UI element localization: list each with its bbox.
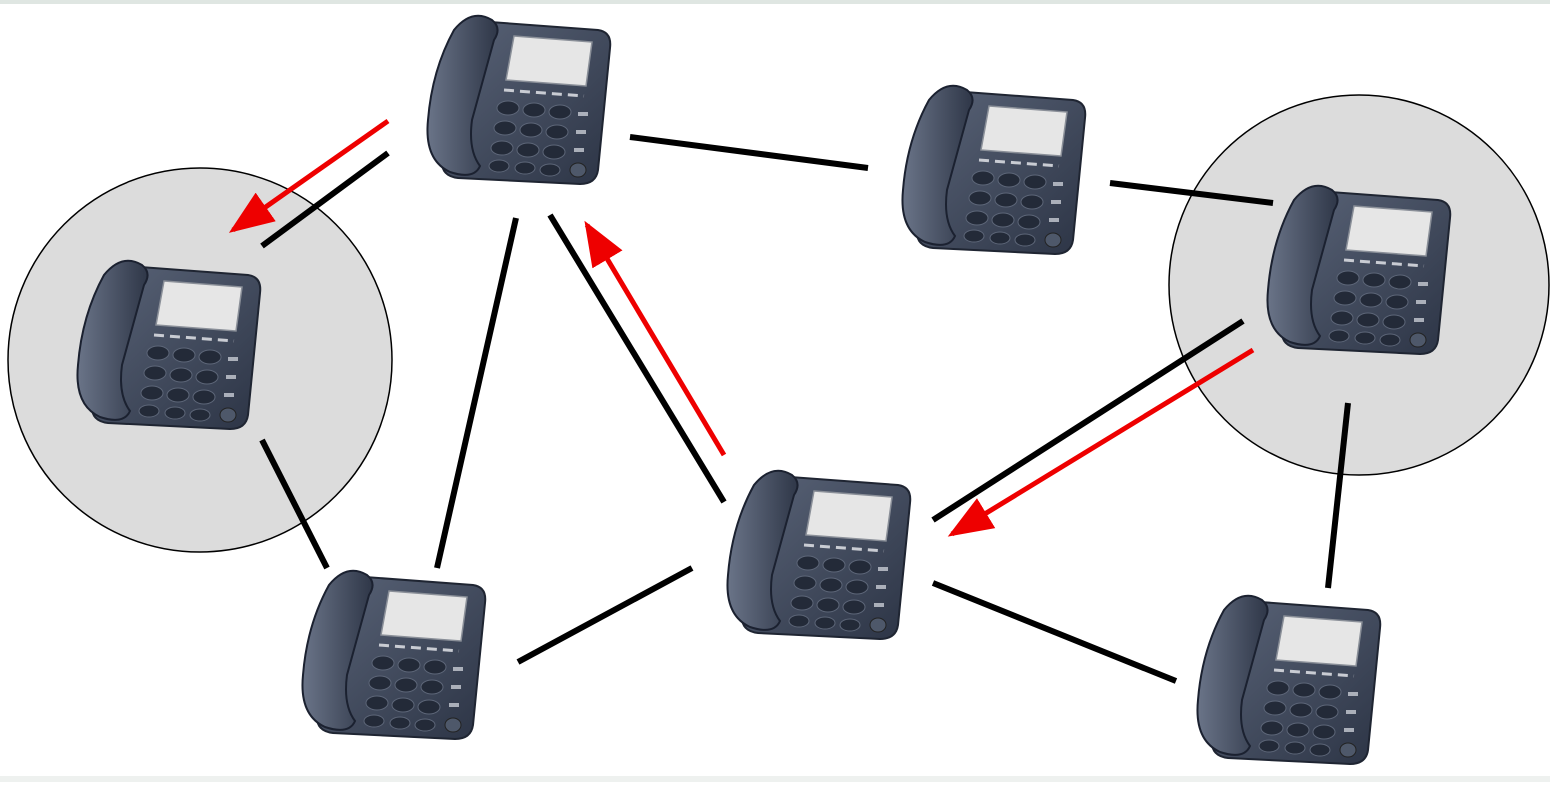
phone-right <box>1265 184 1452 356</box>
signal-arrow-phone-top-center-to-phone-left <box>228 118 390 233</box>
phone-top-right-middle <box>900 84 1087 256</box>
phone-bottom-left <box>300 569 487 741</box>
desk-phone-icon <box>725 469 912 641</box>
desk-phone-icon <box>425 14 612 186</box>
link-phone-left-to-phone-bottom-left <box>259 438 330 570</box>
links-layer <box>259 134 1351 684</box>
phone-bottom-right <box>1195 594 1382 766</box>
link-phone-top-center-to-phone-bottom-left <box>434 217 519 569</box>
top-border <box>0 0 1550 4</box>
link-phone-right-to-phone-bottom-right <box>1325 402 1351 589</box>
signal-arrow-phone-right-to-phone-center <box>947 347 1255 537</box>
link-phone-center-to-phone-bottom-right <box>931 580 1178 684</box>
desk-phone-icon <box>1265 184 1452 356</box>
signal-arrows-layer <box>228 118 1255 537</box>
bottom-border <box>0 776 1550 782</box>
desk-phone-icon <box>300 569 487 741</box>
phone-center <box>725 469 912 641</box>
desk-phone-icon <box>75 259 262 431</box>
link-phone-top-right-middle-to-phone-right <box>1109 180 1274 206</box>
desk-phone-icon <box>1195 594 1382 766</box>
link-phone-top-center-to-phone-top-right-middle <box>629 134 869 171</box>
signal-arrow-phone-center-to-phone-top-center <box>584 220 727 457</box>
link-phone-top-center-to-phone-center <box>547 213 727 504</box>
link-phone-center-to-phone-right <box>931 318 1245 523</box>
desk-phone-icon <box>900 84 1087 256</box>
phone-top-center <box>425 14 612 186</box>
link-phone-top-center-to-phone-left <box>260 150 390 249</box>
link-phone-bottom-left-to-phone-center <box>516 565 694 665</box>
phone-left <box>75 259 262 431</box>
